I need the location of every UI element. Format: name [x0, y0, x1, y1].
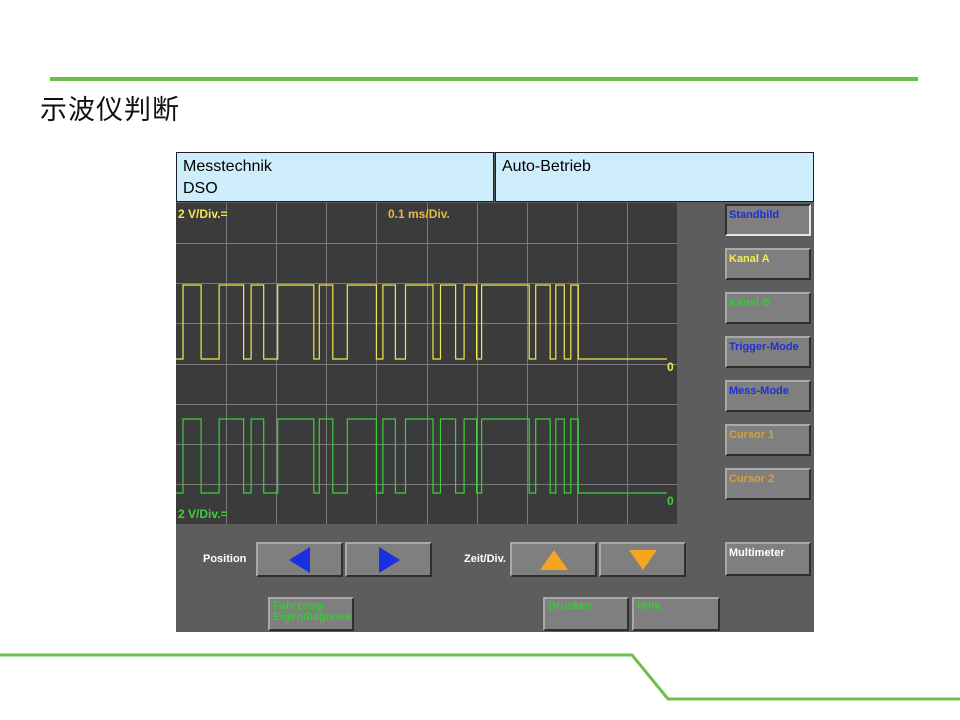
fahrzeug-eigendiagnose-button[interactable]: Fahrzeug- Eigendiagnose: [268, 597, 354, 631]
scope-display: 2 V/Div.= 0.1 ms/Div. 2 V/Div.= 0 0: [176, 203, 677, 524]
cursor-1-button[interactable]: Cursor 1: [725, 424, 811, 456]
arrow-left-icon: [288, 546, 310, 573]
mode-title: Messtechnik: [183, 158, 272, 175]
time-down-button[interactable]: [599, 542, 686, 577]
bottom-green-deco: [0, 653, 960, 701]
channel-a-zero-marker: 0: [667, 360, 674, 374]
diagnose-label-line2: Eigendiagnose: [273, 611, 352, 623]
channel-a-trace: [176, 284, 667, 360]
status-header: Auto-Betrieb: [495, 152, 814, 202]
arrow-right-icon: [378, 546, 400, 573]
status-text: Auto-Betrieb: [502, 158, 591, 175]
mess-mode-button[interactable]: Mess-Mode: [725, 380, 811, 412]
timebase-label: 0.1 ms/Div.: [388, 207, 450, 221]
top-green-rule: [50, 77, 918, 81]
standbild-button[interactable]: Standbild: [725, 204, 811, 236]
kanal-a-button[interactable]: Kanal A: [725, 248, 811, 280]
zeit-div-label: Zeit/Div.: [464, 553, 506, 565]
arrow-up-icon: [539, 549, 568, 570]
channel-b-zero-marker: 0: [667, 494, 674, 508]
scope-grid: [176, 203, 677, 524]
position-label: Position: [203, 553, 247, 565]
multimeter-button[interactable]: Multimeter: [725, 542, 811, 576]
cursor-2-button[interactable]: Cursor 2: [725, 468, 811, 500]
drucken-button[interactable]: Drucken: [543, 597, 629, 631]
diagnose-label-line1: Fahrzeug-: [273, 600, 326, 612]
arrow-down-icon: [628, 549, 657, 570]
oscilloscope-app: Messtechnik DSO Auto-Betrieb 2 V/Div.= 0…: [176, 152, 814, 632]
hilfe-button[interactable]: Hilfe: [632, 597, 720, 631]
channel-b-trace: [176, 418, 667, 494]
mode-header: Messtechnik DSO: [176, 152, 494, 202]
mode-subtitle: DSO: [183, 180, 218, 197]
channel-a-scale-label: 2 V/Div.=: [178, 207, 228, 221]
channel-b-scale-label: 2 V/Div.=: [178, 507, 228, 521]
slide-title: 示波仪判断: [40, 95, 180, 126]
trigger-mode-button[interactable]: Trigger-Mode: [725, 336, 811, 368]
time-up-button[interactable]: [510, 542, 597, 577]
position-left-button[interactable]: [256, 542, 343, 577]
kanal-b-button[interactable]: Kanal B: [725, 292, 811, 324]
position-right-button[interactable]: [345, 542, 432, 577]
